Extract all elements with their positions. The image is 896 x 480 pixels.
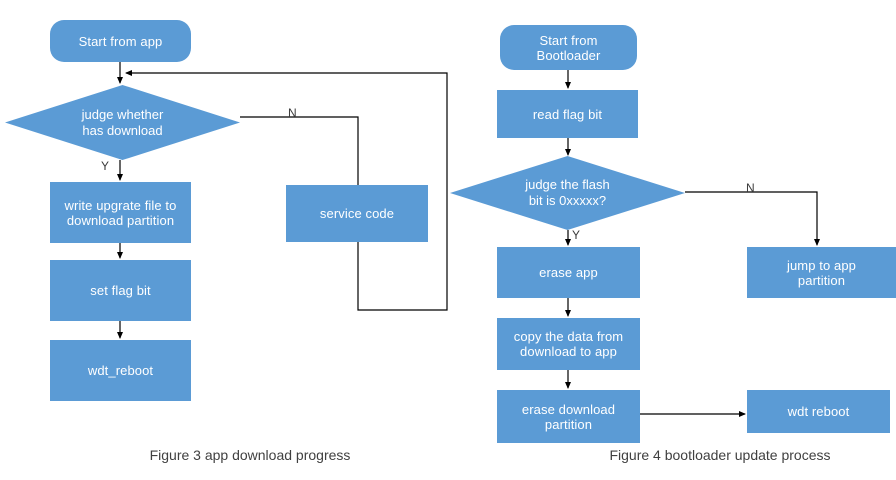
node-wdt-reboot-bootloader[interactable]: wdt reboot [747, 390, 890, 433]
diamond-shape [450, 156, 685, 230]
node-copy-data-download-to-app[interactable]: copy the data from download to app [497, 318, 640, 370]
node-start-from-app[interactable]: Start from app [50, 20, 191, 62]
node-write-upgrade-file[interactable]: write upgrate file to download partition [50, 182, 191, 243]
edge-decision-no-to-jump [685, 191, 820, 246]
node-judge-flash-bit[interactable]: judge the flash bit is 0xxxxx? [450, 156, 685, 230]
node-label: judge the flash bit is 0xxxxx? [525, 177, 610, 208]
node-erase-app[interactable]: erase app [497, 247, 640, 298]
node-set-flag-bit[interactable]: set flag bit [50, 260, 191, 321]
caption-figure-4: Figure 4 bootloader update process [609, 447, 831, 463]
edge-label-no-left: N [288, 106, 297, 120]
node-label: judge whether has download [81, 106, 164, 138]
node-jump-to-app-partition[interactable]: jump to app partition [747, 247, 896, 298]
node-start-from-bootloader[interactable]: Start from Bootloader [500, 25, 637, 70]
edge-label-yes-right: Y [572, 228, 581, 242]
node-wdt-reboot-app[interactable]: wdt_reboot [50, 340, 191, 401]
edge-label-yes-left: Y [101, 159, 110, 173]
node-judge-whether-has-download[interactable]: judge whether has download [5, 85, 240, 160]
node-read-flag-bit[interactable]: read flag bit [497, 90, 638, 138]
edge-label-no-right: N [746, 181, 755, 195]
node-service-code[interactable]: service code [286, 185, 428, 242]
edge-decision-no-to-service [240, 116, 359, 185]
caption-figure-3: Figure 3 app download progress [149, 447, 351, 463]
diamond-shape [5, 85, 240, 160]
node-erase-download-partition[interactable]: erase download partition [497, 390, 640, 443]
